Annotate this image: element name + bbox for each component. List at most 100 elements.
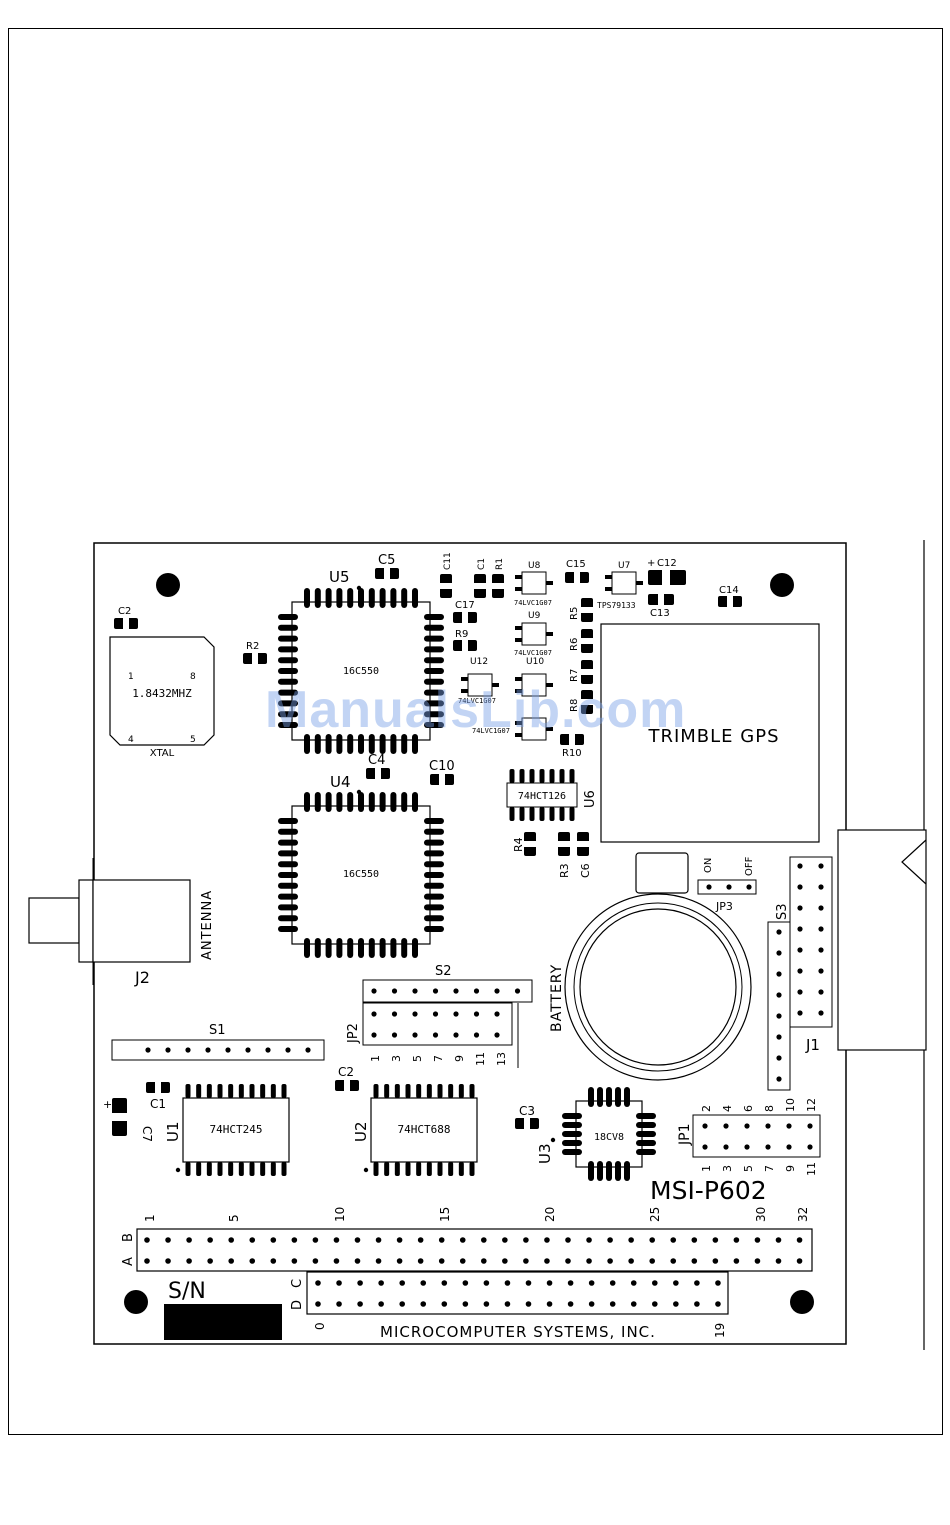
cd-bus-pin xyxy=(378,1301,384,1307)
u12-chip-label: 74LVC1G07 xyxy=(458,697,496,705)
u5-pin xyxy=(424,700,444,707)
cd-pin-number: 0 xyxy=(313,1322,327,1330)
jp2-pin-dot xyxy=(494,1011,500,1017)
ab-bus-pin xyxy=(186,1258,192,1264)
cd-bus-header xyxy=(306,1271,729,1315)
u4-pin xyxy=(336,938,343,958)
cd-bus-pin xyxy=(504,1280,511,1286)
u4-pin xyxy=(368,938,375,958)
xtal-freq: 1.8432MHZ xyxy=(132,687,192,700)
j1-pin xyxy=(818,1010,824,1016)
cd-bus-pin xyxy=(357,1301,363,1307)
u4-pin xyxy=(278,872,298,878)
u1-pin xyxy=(228,1162,234,1176)
sn-label: S/N xyxy=(168,1279,206,1304)
u4-pin xyxy=(401,792,408,812)
c15-label: C15 xyxy=(566,559,586,570)
ab-bus-pin xyxy=(775,1258,782,1264)
ab-bus-pin xyxy=(249,1237,256,1243)
u4-pin xyxy=(314,938,321,958)
jp1-pin: 6 xyxy=(742,1105,755,1112)
page-frame xyxy=(8,28,943,1435)
s3-pin xyxy=(776,971,782,977)
u12-label: U12 xyxy=(470,657,488,667)
jp2-pin: 11 xyxy=(474,1052,487,1066)
sot-lead xyxy=(636,581,643,585)
sot-lead xyxy=(605,587,612,591)
ab-bus-pin xyxy=(628,1258,634,1264)
u4-pin xyxy=(278,882,298,889)
u1-chip-label: 74HCT245 xyxy=(210,1123,263,1136)
ab-bus-pin xyxy=(417,1237,424,1243)
u5-pin xyxy=(390,734,397,754)
jp1-pin-dot xyxy=(807,1123,813,1129)
smd-components xyxy=(112,568,742,1136)
ab-bus-pin xyxy=(775,1237,782,1243)
c12-label: C12 xyxy=(657,558,677,569)
cd-bus-pin xyxy=(504,1301,511,1307)
sot-lead xyxy=(515,587,522,591)
s1-pin xyxy=(225,1047,231,1053)
j1-pin xyxy=(818,968,824,974)
u1-pin xyxy=(270,1162,276,1176)
j2-label: J2 xyxy=(134,968,150,987)
u5-pin xyxy=(424,689,444,696)
ab-bus-pin xyxy=(354,1258,361,1264)
u6-label: U6 xyxy=(583,790,598,808)
cd-bus-pin xyxy=(462,1301,469,1307)
u2-pin xyxy=(394,1084,400,1098)
cd-bus-pin xyxy=(357,1280,363,1286)
cd-bus-pin xyxy=(694,1301,700,1307)
u5-pin xyxy=(379,588,386,608)
r9-label: R9 xyxy=(455,629,468,640)
sot-lead xyxy=(515,721,522,725)
ab-bus-pin xyxy=(691,1258,698,1264)
u5-pin xyxy=(278,635,298,642)
u5-pin xyxy=(379,734,386,754)
ab-bus-pin xyxy=(649,1258,655,1264)
ab-bus-pin xyxy=(228,1237,234,1243)
u5-pin xyxy=(424,624,444,631)
u5-pin xyxy=(401,734,408,754)
jp2-pin: 1 xyxy=(369,1055,382,1062)
u4-pin xyxy=(304,792,310,812)
u3-pin xyxy=(636,1113,656,1119)
ab-bus-pin xyxy=(312,1258,319,1264)
r4-label: R4 xyxy=(512,837,525,852)
u2-pin xyxy=(448,1162,454,1176)
s1-pin xyxy=(185,1047,191,1053)
ab-bus-pin xyxy=(649,1237,655,1243)
u7-label: U7 xyxy=(618,561,630,571)
s1-pin xyxy=(205,1047,211,1053)
s3-pin xyxy=(776,992,782,998)
ab-bus-pin xyxy=(523,1237,529,1243)
u5-label: U5 xyxy=(329,568,350,586)
jp1-pin-dot xyxy=(702,1144,708,1150)
jp2-label: JP2 xyxy=(346,1023,361,1044)
ab-bus-pin xyxy=(754,1258,761,1264)
s2-label: S2 xyxy=(435,964,452,979)
c13-label: C13 xyxy=(650,608,670,619)
ab-pin-numbers: 1 5 10 15 20 25 30 32 xyxy=(143,1207,810,1222)
row-b-label: B xyxy=(121,1233,136,1242)
u4-pin xyxy=(278,893,298,900)
u5-pin xyxy=(424,668,444,674)
u4-pin xyxy=(379,792,386,812)
ab-bus-pin xyxy=(712,1237,719,1243)
u5-pin xyxy=(368,588,375,608)
cd-bus-pin xyxy=(694,1280,700,1286)
u4-pin xyxy=(424,926,444,932)
jp2-pin: 3 xyxy=(390,1055,403,1062)
u2-pin xyxy=(426,1084,432,1098)
u5-pin xyxy=(278,646,298,653)
u4-pin xyxy=(278,850,298,857)
s3-pin xyxy=(776,1013,782,1019)
jp2-pin-dot xyxy=(453,1011,459,1017)
xtal-pin1: 1 xyxy=(128,672,134,682)
ab-bus-pin xyxy=(207,1258,213,1264)
sot-packages xyxy=(467,571,637,741)
ab-bus-pin xyxy=(165,1237,171,1243)
cd-bus-pin xyxy=(567,1280,574,1286)
maker-label: MICROCOMPUTER SYSTEMS, INC. xyxy=(380,1323,656,1341)
u5-pin xyxy=(278,689,298,696)
